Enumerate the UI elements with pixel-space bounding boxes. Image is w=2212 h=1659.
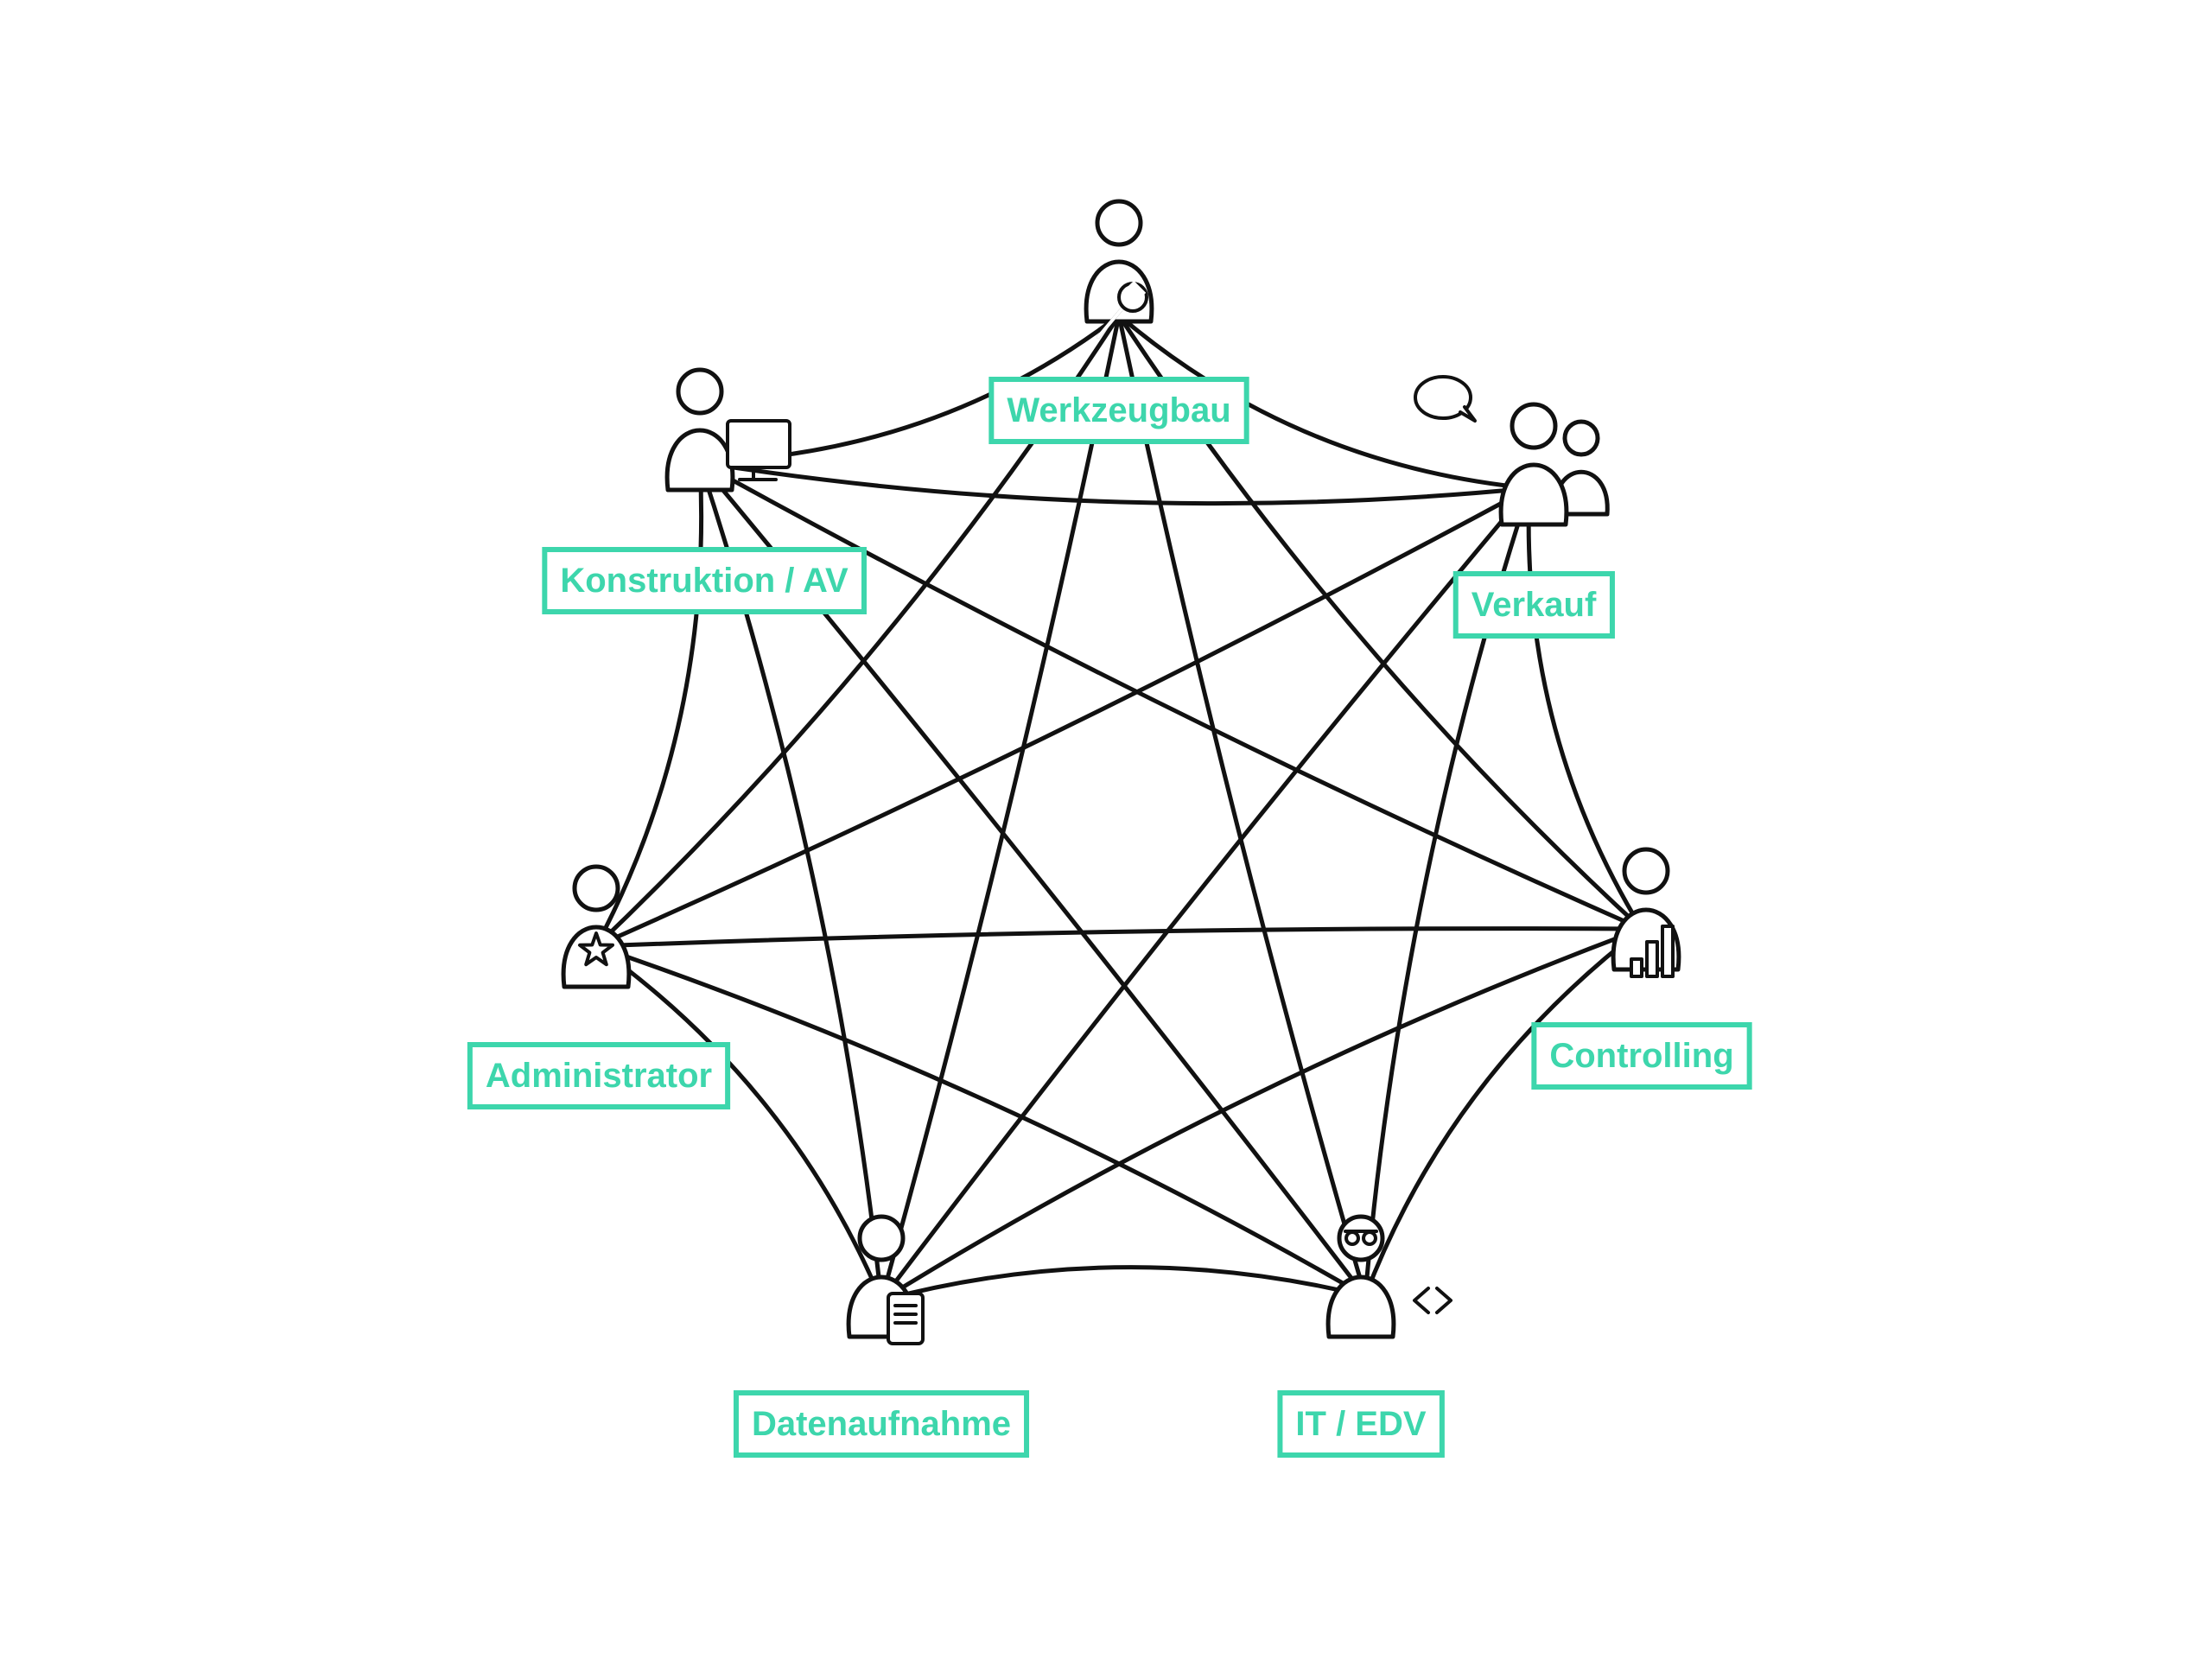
node-konstruktion-av bbox=[664, 367, 791, 493]
label-text: Datenaufnahme bbox=[752, 1405, 1011, 1443]
label-text: Verkauf bbox=[1471, 586, 1597, 624]
label-box bbox=[988, 377, 1249, 444]
label-werkzeugbau: Werkzeugbau bbox=[988, 377, 1249, 444]
code-brackets-icon bbox=[1413, 1287, 1452, 1314]
label-controlling: Controlling bbox=[1531, 1022, 1752, 1090]
edge-verkauf-konstruktion-av bbox=[697, 460, 1532, 506]
edge-administrator-konstruktion-av bbox=[594, 460, 704, 949]
label-text: IT / EDV bbox=[1295, 1405, 1426, 1443]
edge-verkauf-datenaufnahme bbox=[879, 486, 1532, 1303]
label-box bbox=[1452, 571, 1615, 639]
label-box bbox=[467, 1042, 731, 1109]
label-text: Werkzeugbau bbox=[1007, 391, 1230, 429]
person-body bbox=[664, 428, 735, 493]
label-box bbox=[733, 1390, 1030, 1458]
person-head bbox=[572, 864, 620, 912]
label-box bbox=[1277, 1390, 1445, 1458]
node-datenaufnahme bbox=[846, 1214, 925, 1345]
person-head bbox=[1510, 402, 1558, 450]
edge-it-edv-datenaufnahme bbox=[879, 1265, 1368, 1303]
node-verkauf bbox=[1414, 375, 1610, 527]
person-head bbox=[1095, 199, 1143, 247]
person-head bbox=[676, 367, 724, 416]
edge-datenaufnahme-administrator bbox=[594, 944, 884, 1303]
speech-bubble-icon bbox=[1414, 375, 1477, 423]
bar-chart-icon bbox=[1630, 925, 1675, 978]
node-it-edv bbox=[1325, 1214, 1452, 1339]
label-administrator: Administrator bbox=[467, 1042, 731, 1109]
connection-lines bbox=[594, 313, 1644, 1303]
label-box bbox=[542, 547, 867, 614]
document-icon bbox=[887, 1292, 925, 1345]
label-text: Konstruktion / AV bbox=[560, 562, 849, 600]
label-verkauf: Verkauf bbox=[1452, 571, 1615, 639]
person-body bbox=[1325, 1274, 1396, 1339]
label-it-edv: IT / EDV bbox=[1277, 1390, 1445, 1458]
edge-verkauf-controlling bbox=[1526, 486, 1644, 931]
person-body bbox=[1498, 462, 1569, 527]
edge-verkauf-administrator bbox=[594, 486, 1532, 949]
person-head-secondary bbox=[1562, 419, 1600, 457]
edge-werkzeugbau-it-edv bbox=[1116, 313, 1368, 1299]
label-datenaufnahme: Datenaufnahme bbox=[733, 1390, 1030, 1458]
label-text: Controlling bbox=[1549, 1037, 1733, 1075]
edge-controlling-konstruktion-av bbox=[697, 460, 1644, 931]
node-controlling bbox=[1611, 847, 1681, 978]
edge-controlling-it-edv bbox=[1363, 926, 1644, 1299]
star-icon bbox=[578, 931, 614, 967]
edge-controlling-datenaufnahme bbox=[879, 926, 1644, 1303]
edge-it-edv-administrator bbox=[594, 944, 1368, 1299]
node-administrator bbox=[561, 864, 632, 989]
person-head bbox=[1622, 847, 1670, 895]
edge-werkzeugbau-datenaufnahme bbox=[879, 313, 1122, 1303]
edge-werkzeugbau-verkauf bbox=[1116, 313, 1532, 491]
wrench-icon bbox=[1096, 280, 1148, 339]
node-werkzeugbau bbox=[1084, 199, 1154, 339]
edge-controlling-administrator bbox=[594, 926, 1644, 949]
node-group bbox=[561, 199, 1681, 1345]
person-head bbox=[857, 1214, 906, 1262]
label-konstruktion-av: Konstruktion / AV bbox=[542, 547, 867, 614]
person-head bbox=[1337, 1214, 1385, 1262]
label-box bbox=[1531, 1022, 1752, 1090]
label-text: Administrator bbox=[486, 1057, 712, 1095]
monitor-icon bbox=[726, 419, 791, 481]
